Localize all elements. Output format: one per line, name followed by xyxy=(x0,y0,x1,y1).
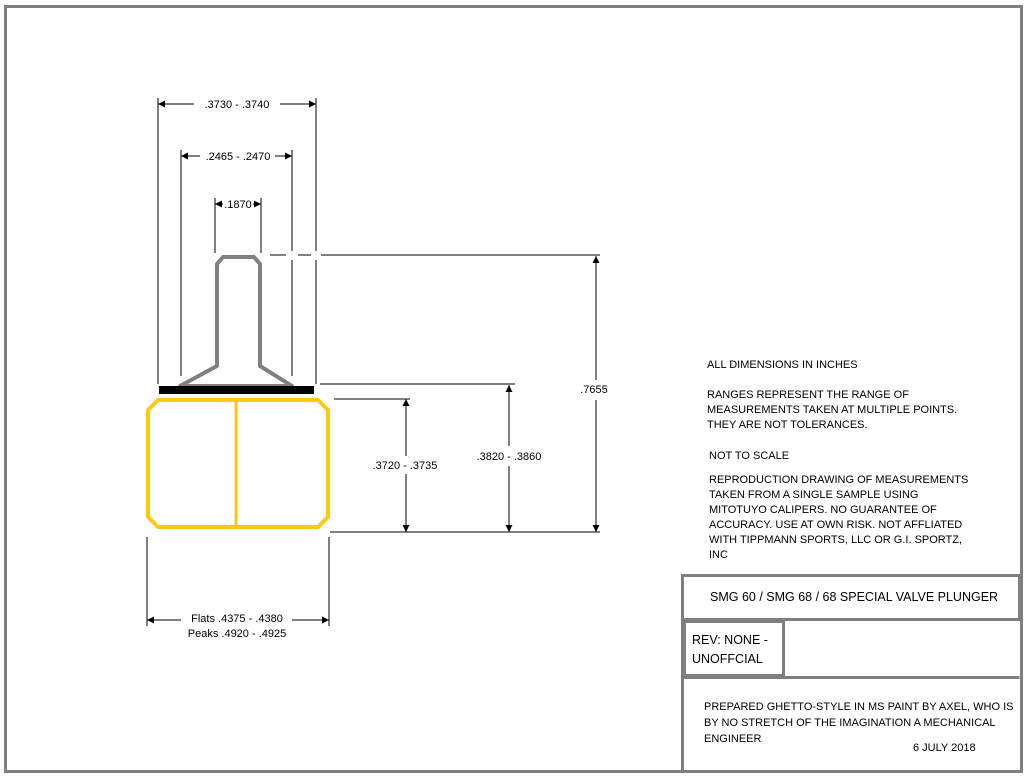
dim-mid-width: .2465 - .2470 xyxy=(206,151,271,163)
note-ranges-line-3: THEY ARE NOT TOLERANCES. xyxy=(707,419,868,431)
prepared-by-line-1: PREPARED GHETTO-STYLE IN MS PAINT BY AXE… xyxy=(704,701,1014,713)
dim-stem-width: .1870 xyxy=(224,199,252,211)
prepared-by-line-3: ENGINEER xyxy=(704,733,762,745)
revision-line-2: UNOFFCIAL xyxy=(692,652,763,666)
note-scale: NOT TO SCALE xyxy=(709,450,790,462)
plunger-seal xyxy=(159,386,314,394)
dimension-lines xyxy=(146,98,600,626)
title-block xyxy=(681,574,1021,770)
part-title: SMG 60 / SMG 68 / 68 SPECIAL VALVE PLUNG… xyxy=(710,590,999,604)
note-repro-line-4: ACCURACY. USE AT OWN RISK. NOT AFFLIATED xyxy=(709,519,963,531)
note-ranges-line-1: RANGES REPRESENT THE RANGE OF xyxy=(707,389,909,401)
dim-overall-height: .7655 xyxy=(580,384,608,396)
valve-plunger-drawing xyxy=(146,255,330,529)
note-repro-line-5: WITH TIPPMANN SPORTS, LLC OR G.I. SPORTZ… xyxy=(709,534,963,546)
sheet-border xyxy=(4,5,1023,773)
note-repro-line-2: TAKEN FROM A SINGLE SAMPLE USING xyxy=(709,489,919,501)
dim-body-height: .3720 - .3735 xyxy=(373,460,438,472)
note-repro-line-6: INC xyxy=(709,549,728,561)
drawing-date: 6 JULY 2018 xyxy=(913,742,976,754)
revision-line-1: REV: NONE - xyxy=(692,633,768,647)
dim-flats: Flats .4375 - .4380 xyxy=(191,613,283,625)
dim-peaks: Peaks .4920 - .4925 xyxy=(188,628,286,640)
prepared-by-line-2: BY NO STRETCH OF THE IMAGINATION A MECHA… xyxy=(704,717,996,729)
dim-base-height: .3820 - .3860 xyxy=(477,451,542,463)
note-repro-line-1: REPRODUCTION DRAWING OF MEASUREMENTS xyxy=(709,474,969,486)
dim-outer-width: .3730 - .3740 xyxy=(205,99,270,111)
plunger-body xyxy=(146,398,330,529)
note-repro-line-3: MITOTUYO CALIPERS. NO GUARANTEE OF xyxy=(709,504,937,516)
plunger-stem xyxy=(178,255,294,388)
note-ranges-line-2: MEASUREMENTS TAKEN AT MULTIPLE POINTS. xyxy=(707,404,958,416)
note-units: ALL DIMENSIONS IN INCHES xyxy=(707,359,858,371)
